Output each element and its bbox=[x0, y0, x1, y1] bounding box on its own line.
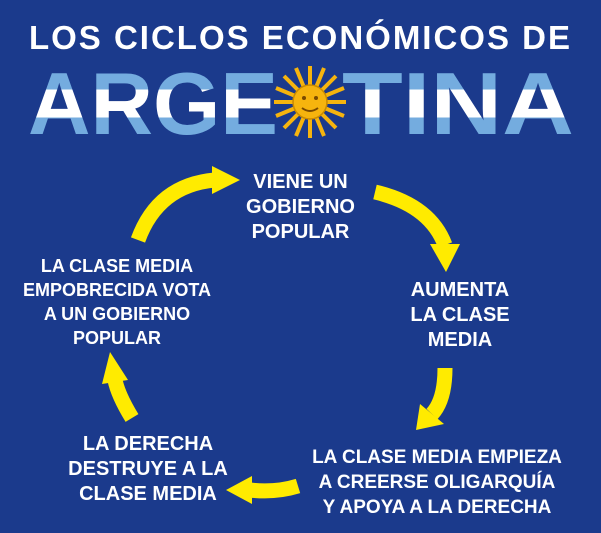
arrowhead-top bbox=[212, 166, 240, 194]
cycle-step-middle-class-grows: AUMENTA LA CLASE MEDIA bbox=[410, 279, 510, 351]
cycle-step-right-destroys: LA DERECHA DESTRUYE A LA CLASE MEDIA bbox=[68, 433, 228, 505]
cycle-step-impoverished-votes: LA CLASE MEDIA EMPOBRECIDA VOTA A UN GOB… bbox=[22, 256, 211, 348]
arrow-bottom-to-bottomleft bbox=[249, 478, 301, 499]
sun-of-may-icon bbox=[274, 66, 346, 138]
arrowhead-left bbox=[102, 352, 128, 384]
arrow-left-to-top bbox=[130, 172, 216, 243]
arrowhead-bottom bbox=[416, 404, 444, 430]
arrow-right-to-bottom bbox=[426, 367, 453, 420]
wordmark-right: TINA bbox=[342, 62, 574, 142]
cycle-step-supports-right: LA CLASE MEDIA EMPIEZA A CREERSE OLIGARQ… bbox=[312, 447, 562, 518]
arrowhead-right bbox=[430, 244, 460, 272]
argentina-wordmark: ARGE TINA bbox=[28, 62, 574, 142]
page-title: LOS CICLOS ECONÓMICOS DE bbox=[28, 19, 573, 56]
arrow-bottomleft-to-left bbox=[107, 378, 139, 422]
wordmark-left: ARGE bbox=[28, 62, 278, 142]
cycle-step-popular-government: VIENE UN GOBIERNO POPULAR bbox=[246, 171, 355, 243]
arrowhead-bottomleft bbox=[226, 476, 252, 504]
arrow-top-to-right bbox=[373, 184, 453, 248]
